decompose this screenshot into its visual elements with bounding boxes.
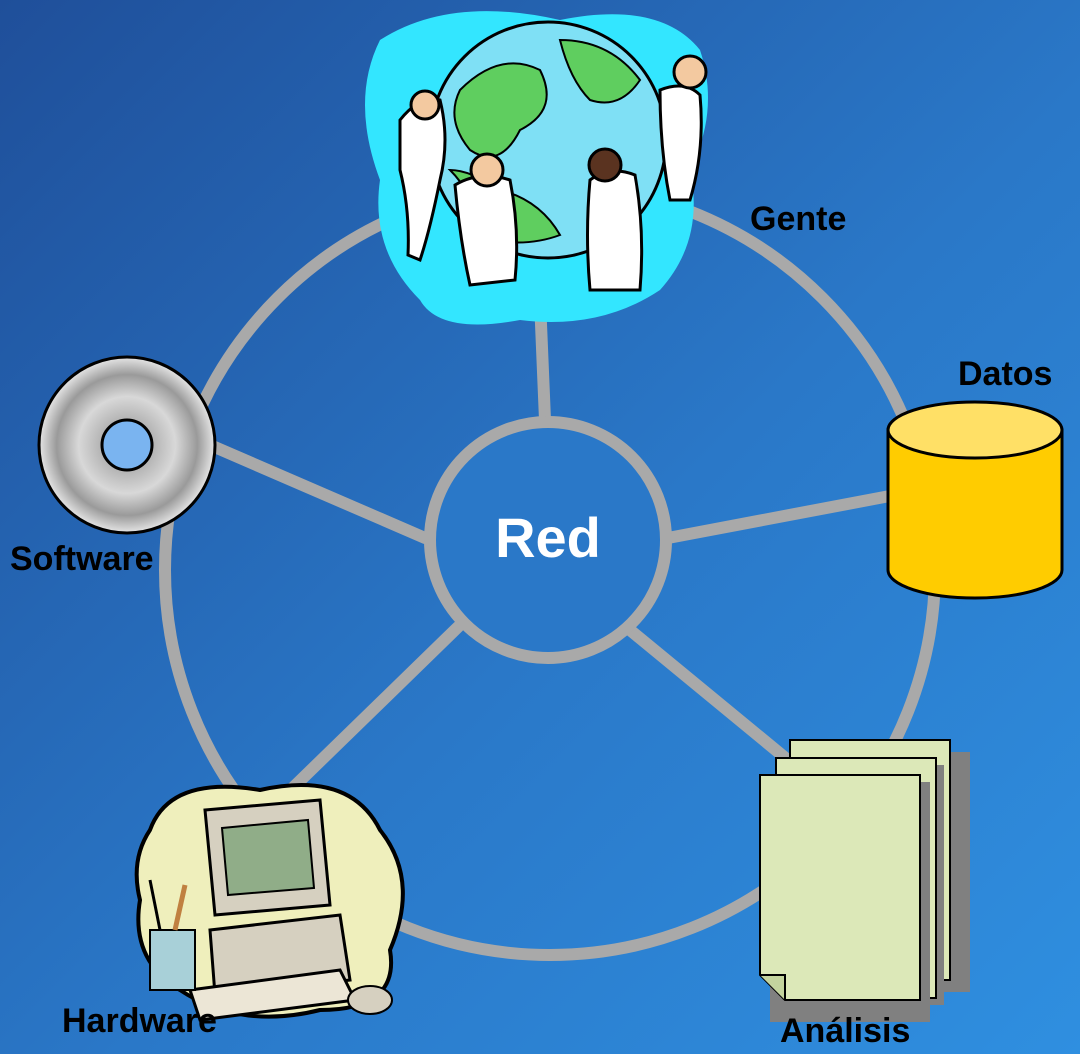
spoke-hardware — [264, 621, 464, 816]
spoke-software — [204, 439, 431, 544]
cd-disc-icon — [37, 355, 217, 535]
spoke-analysis — [624, 624, 806, 776]
label-software: Software — [10, 540, 154, 578]
document-stack-icon — [759, 739, 970, 1022]
label-datos: Datos — [958, 355, 1053, 393]
label-analisis: Análisis — [780, 1012, 911, 1050]
computer-icon — [134, 783, 405, 1022]
database-cylinder-icon — [886, 400, 1064, 600]
spoke-data — [662, 489, 901, 544]
label-hardware: Hardware — [62, 1002, 217, 1040]
label-gente: Gente — [750, 200, 847, 238]
center-label: Red — [495, 506, 601, 569]
center-node — [424, 416, 672, 664]
people-around-globe-icon — [365, 11, 708, 325]
